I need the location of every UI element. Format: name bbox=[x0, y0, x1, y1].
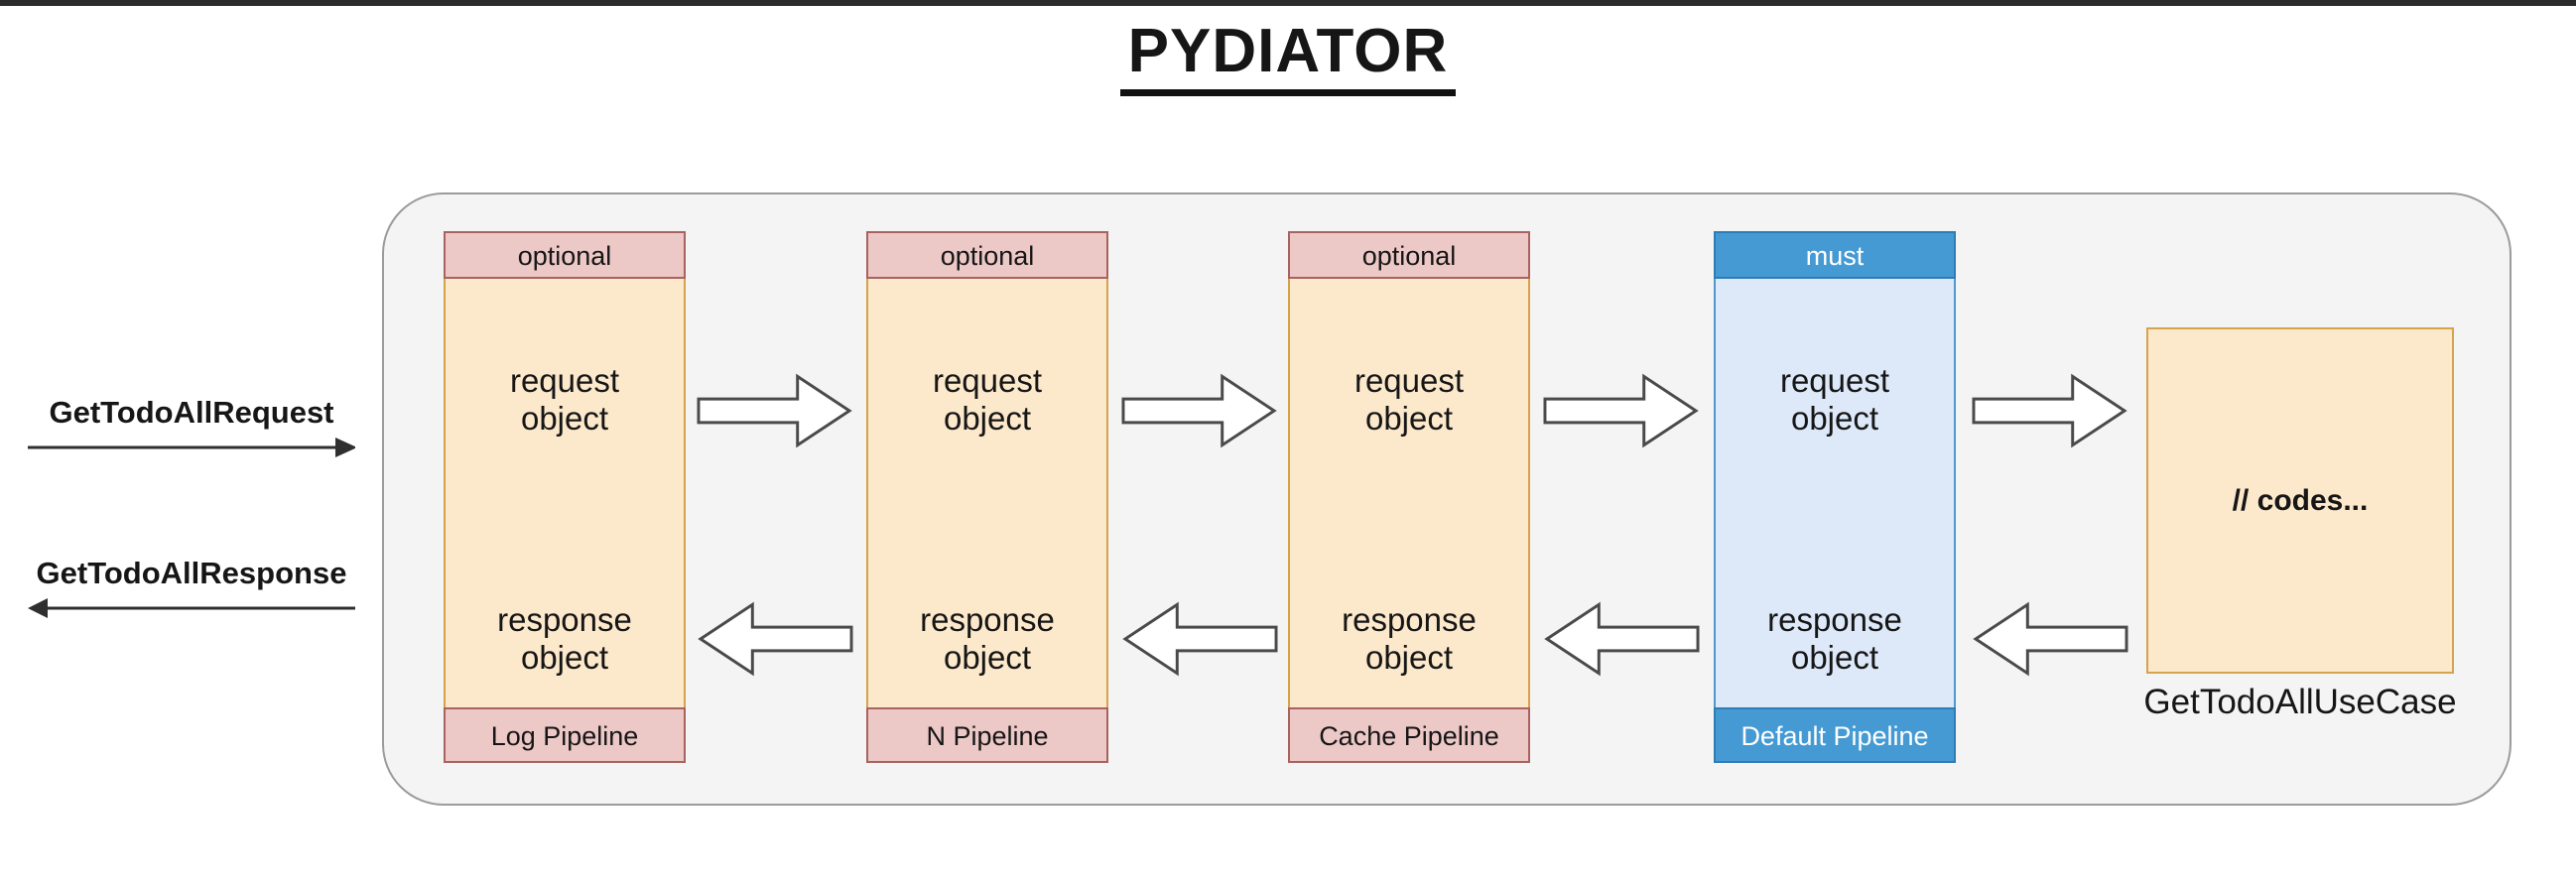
response-object-text: response object bbox=[920, 601, 1055, 676]
request-object-text: request object bbox=[932, 362, 1043, 437]
flow-arrow-left-icon bbox=[1973, 601, 2128, 677]
request-object-text: request object bbox=[1353, 362, 1465, 437]
request-object-text: request object bbox=[509, 362, 620, 437]
request-object-label: request object bbox=[446, 362, 684, 438]
pipeline-name-label: Log Pipeline bbox=[444, 707, 686, 763]
response-object-label: response object bbox=[1290, 601, 1528, 677]
pipeline-name-label: N Pipeline bbox=[866, 707, 1108, 763]
flow-arrow-right-icon bbox=[1972, 373, 2127, 448]
pipeline-box-n: optional request object response object … bbox=[866, 231, 1108, 763]
pipeline-body: request object response object bbox=[1288, 279, 1530, 707]
usecase-name-label: GetTodoAllUseCase bbox=[2143, 683, 2457, 721]
response-object-label: response object bbox=[868, 601, 1106, 677]
flow-arrow-right-icon bbox=[1543, 373, 1699, 448]
usecase-code-label: // codes... bbox=[2232, 483, 2369, 517]
pipeline-body: request object response object bbox=[866, 279, 1108, 707]
flow-arrow-right-icon bbox=[1121, 373, 1277, 448]
pipeline-badge: must bbox=[1714, 231, 1956, 279]
pipeline-badge: optional bbox=[866, 231, 1108, 279]
pipeline-badge: optional bbox=[444, 231, 686, 279]
flow-arrow-right-icon bbox=[697, 373, 852, 448]
response-object-label: response object bbox=[1716, 601, 1954, 677]
flow-arrow-left-icon bbox=[698, 601, 853, 677]
pipeline-badge: optional bbox=[1288, 231, 1530, 279]
flow-arrow-left-icon bbox=[1122, 601, 1278, 677]
page-title: PYDIATOR bbox=[0, 17, 2576, 97]
top-bar bbox=[0, 0, 2576, 6]
request-object-text: request object bbox=[1779, 362, 1890, 437]
pipeline-box-log: optional request object response object … bbox=[444, 231, 686, 763]
pipeline-name-label: Default Pipeline bbox=[1714, 707, 1956, 763]
request-flow-label: GetTodoAllRequest bbox=[49, 395, 334, 430]
pipeline-box-default: must request object response object Defa… bbox=[1714, 231, 1956, 763]
response-object-text: response object bbox=[497, 601, 632, 676]
response-object-text: response object bbox=[1767, 601, 1902, 676]
usecase-box: // codes... bbox=[2146, 327, 2454, 674]
request-object-label: request object bbox=[1290, 362, 1528, 438]
request-object-label: request object bbox=[1716, 362, 1954, 438]
flow-arrow-left-icon bbox=[1544, 601, 1700, 677]
response-object-text: response object bbox=[1342, 601, 1477, 676]
response-object-label: response object bbox=[446, 601, 684, 677]
page-title-text: PYDIATOR bbox=[1119, 17, 1457, 97]
request-arrow-icon bbox=[28, 438, 355, 457]
request-object-label: request object bbox=[868, 362, 1106, 438]
pipeline-container: optional request object response object … bbox=[382, 192, 2512, 806]
pipeline-box-cache: optional request object response object … bbox=[1288, 231, 1530, 763]
pipeline-name-label: Cache Pipeline bbox=[1288, 707, 1530, 763]
pipeline-body: request object response object bbox=[1714, 279, 1956, 707]
response-flow-label: GetTodoAllResponse bbox=[36, 556, 347, 590]
response-arrow-icon bbox=[28, 598, 355, 618]
pipeline-body: request object response object bbox=[444, 279, 686, 707]
